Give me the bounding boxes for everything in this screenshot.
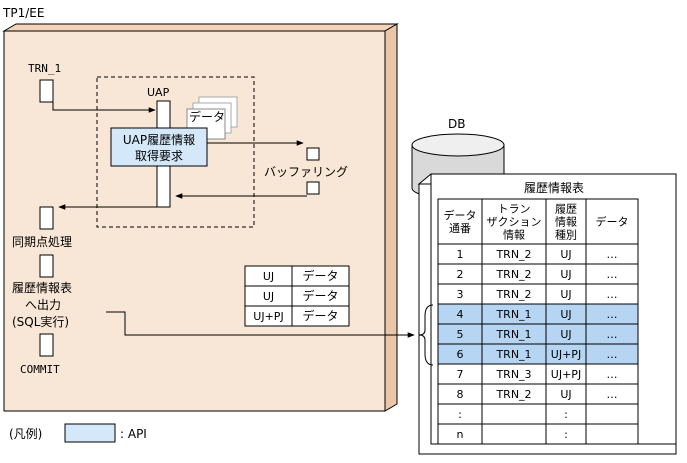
buffer-row-type: UJ: [263, 270, 274, 283]
api-box-line1: UAP履歴情報: [123, 133, 195, 147]
history-header-kind: 種別: [555, 228, 577, 242]
sync-point-label: 同期点処理: [12, 235, 72, 249]
api-request-box: [110, 127, 208, 167]
uap-label: UAP: [147, 86, 170, 99]
buffer-row-type: UJ+PJ: [253, 310, 283, 323]
db-label: DB: [448, 117, 465, 131]
history-cell-txn: TRN_1: [495, 348, 531, 361]
output-block: [39, 254, 54, 278]
buffering-label: バッファリング: [264, 165, 348, 179]
history-cell-kind: :: [564, 428, 568, 441]
output-label-line2: へ出力: [25, 298, 61, 312]
api-box-line2: 取得要求: [135, 148, 183, 163]
history-header-kind: 情報: [555, 216, 577, 229]
history-header-seq: 通番: [449, 222, 471, 235]
history-cell-kind: UJ+PJ: [551, 348, 581, 361]
history-cell-kind: UJ: [560, 268, 571, 281]
highlight-bracket: [418, 304, 434, 366]
commit-block: [39, 333, 54, 357]
history-cell-kind: :: [564, 408, 568, 421]
history-cell-kind: UJ: [560, 308, 571, 321]
history-cell-seq: n: [457, 428, 464, 441]
buffer-row-type: UJ: [263, 290, 274, 303]
history-cell-seq: 7: [457, 368, 464, 381]
history-cell-kind: UJ+PJ: [551, 368, 581, 381]
uap-region: [96, 76, 255, 228]
history-cell-txn: TRN_2: [495, 268, 531, 281]
history-cell-seq: 5: [457, 328, 464, 341]
history-cell-txn: TRN_3: [495, 368, 531, 381]
buffer-block-top: [306, 147, 320, 161]
buffer-block-bottom: [306, 181, 320, 195]
history-cell-seq: 2: [457, 268, 464, 281]
data-card-label: データ: [189, 109, 225, 124]
history-cell-txn: TRN_2: [495, 248, 531, 261]
history-table-title: 履歴情報表: [524, 181, 584, 195]
output-label-line1: 履歴情報表: [12, 281, 72, 295]
data-cards: データ: [186, 96, 238, 140]
history-cell-seq: :: [458, 408, 462, 421]
history-cell-seq: 3: [457, 288, 464, 301]
history-cell-seq: 4: [457, 308, 464, 321]
history-cell-data: …: [607, 308, 618, 321]
history-header-txn: ザクション: [487, 216, 542, 229]
system-title: TP1/EE: [2, 6, 44, 20]
history-header-kind: 履歴: [555, 203, 577, 216]
history-header-txn: 情報: [503, 229, 525, 242]
history-cell-txn: TRN_1: [495, 328, 531, 341]
history-cell-txn: TRN_2: [495, 388, 531, 401]
buffer-row-data: データ: [302, 288, 338, 303]
legend-api-swatch: [64, 423, 116, 443]
history-cell-kind: UJ: [560, 248, 571, 261]
history-header-data: データ: [596, 215, 629, 229]
transaction-start-block: [39, 79, 54, 103]
history-cell-kind: UJ: [560, 288, 571, 301]
history-header-seq: データ: [444, 208, 477, 222]
history-cell-data: …: [607, 248, 618, 261]
commit-label: COMMIT: [20, 363, 60, 376]
history-cell-seq: 1: [457, 248, 464, 261]
legend-suffix: : API: [120, 427, 147, 441]
call-uap-arrow: [52, 91, 156, 113]
history-cell-txn: TRN_2: [495, 288, 531, 301]
history-cell-data: …: [607, 368, 618, 381]
history-cell-txn: TRN_1: [495, 308, 531, 321]
buffer-table: UJ データ UJ データ UJ+PJ データ: [244, 265, 350, 327]
output-arrow: [106, 311, 415, 338]
history-cell-data: …: [607, 388, 618, 401]
history-cell-data: …: [607, 268, 618, 281]
history-cell-seq: 8: [457, 388, 464, 401]
highlight-row-fill: [438, 344, 638, 364]
history-cell-data: …: [607, 288, 618, 301]
tp1-panel: [2, 23, 399, 412]
transaction-label: TRN_1: [28, 62, 61, 75]
highlight-row-fill: [438, 304, 638, 324]
history-cell-data: …: [607, 328, 618, 341]
history-cell-kind: UJ: [560, 388, 571, 401]
buffer-row-data: データ: [302, 268, 338, 283]
sync-point-block: [39, 206, 54, 230]
history-header-txn: トラン: [498, 203, 531, 216]
history-cell-seq: 6: [457, 348, 464, 361]
history-cell-data: …: [607, 348, 618, 361]
legend-prefix: (凡例): [9, 427, 42, 441]
highlight-row-fill: [438, 324, 638, 344]
output-label-line3: (SQL実行): [12, 314, 69, 329]
history-cell-kind: UJ: [560, 328, 571, 341]
buffer-row-data: データ: [302, 308, 338, 323]
